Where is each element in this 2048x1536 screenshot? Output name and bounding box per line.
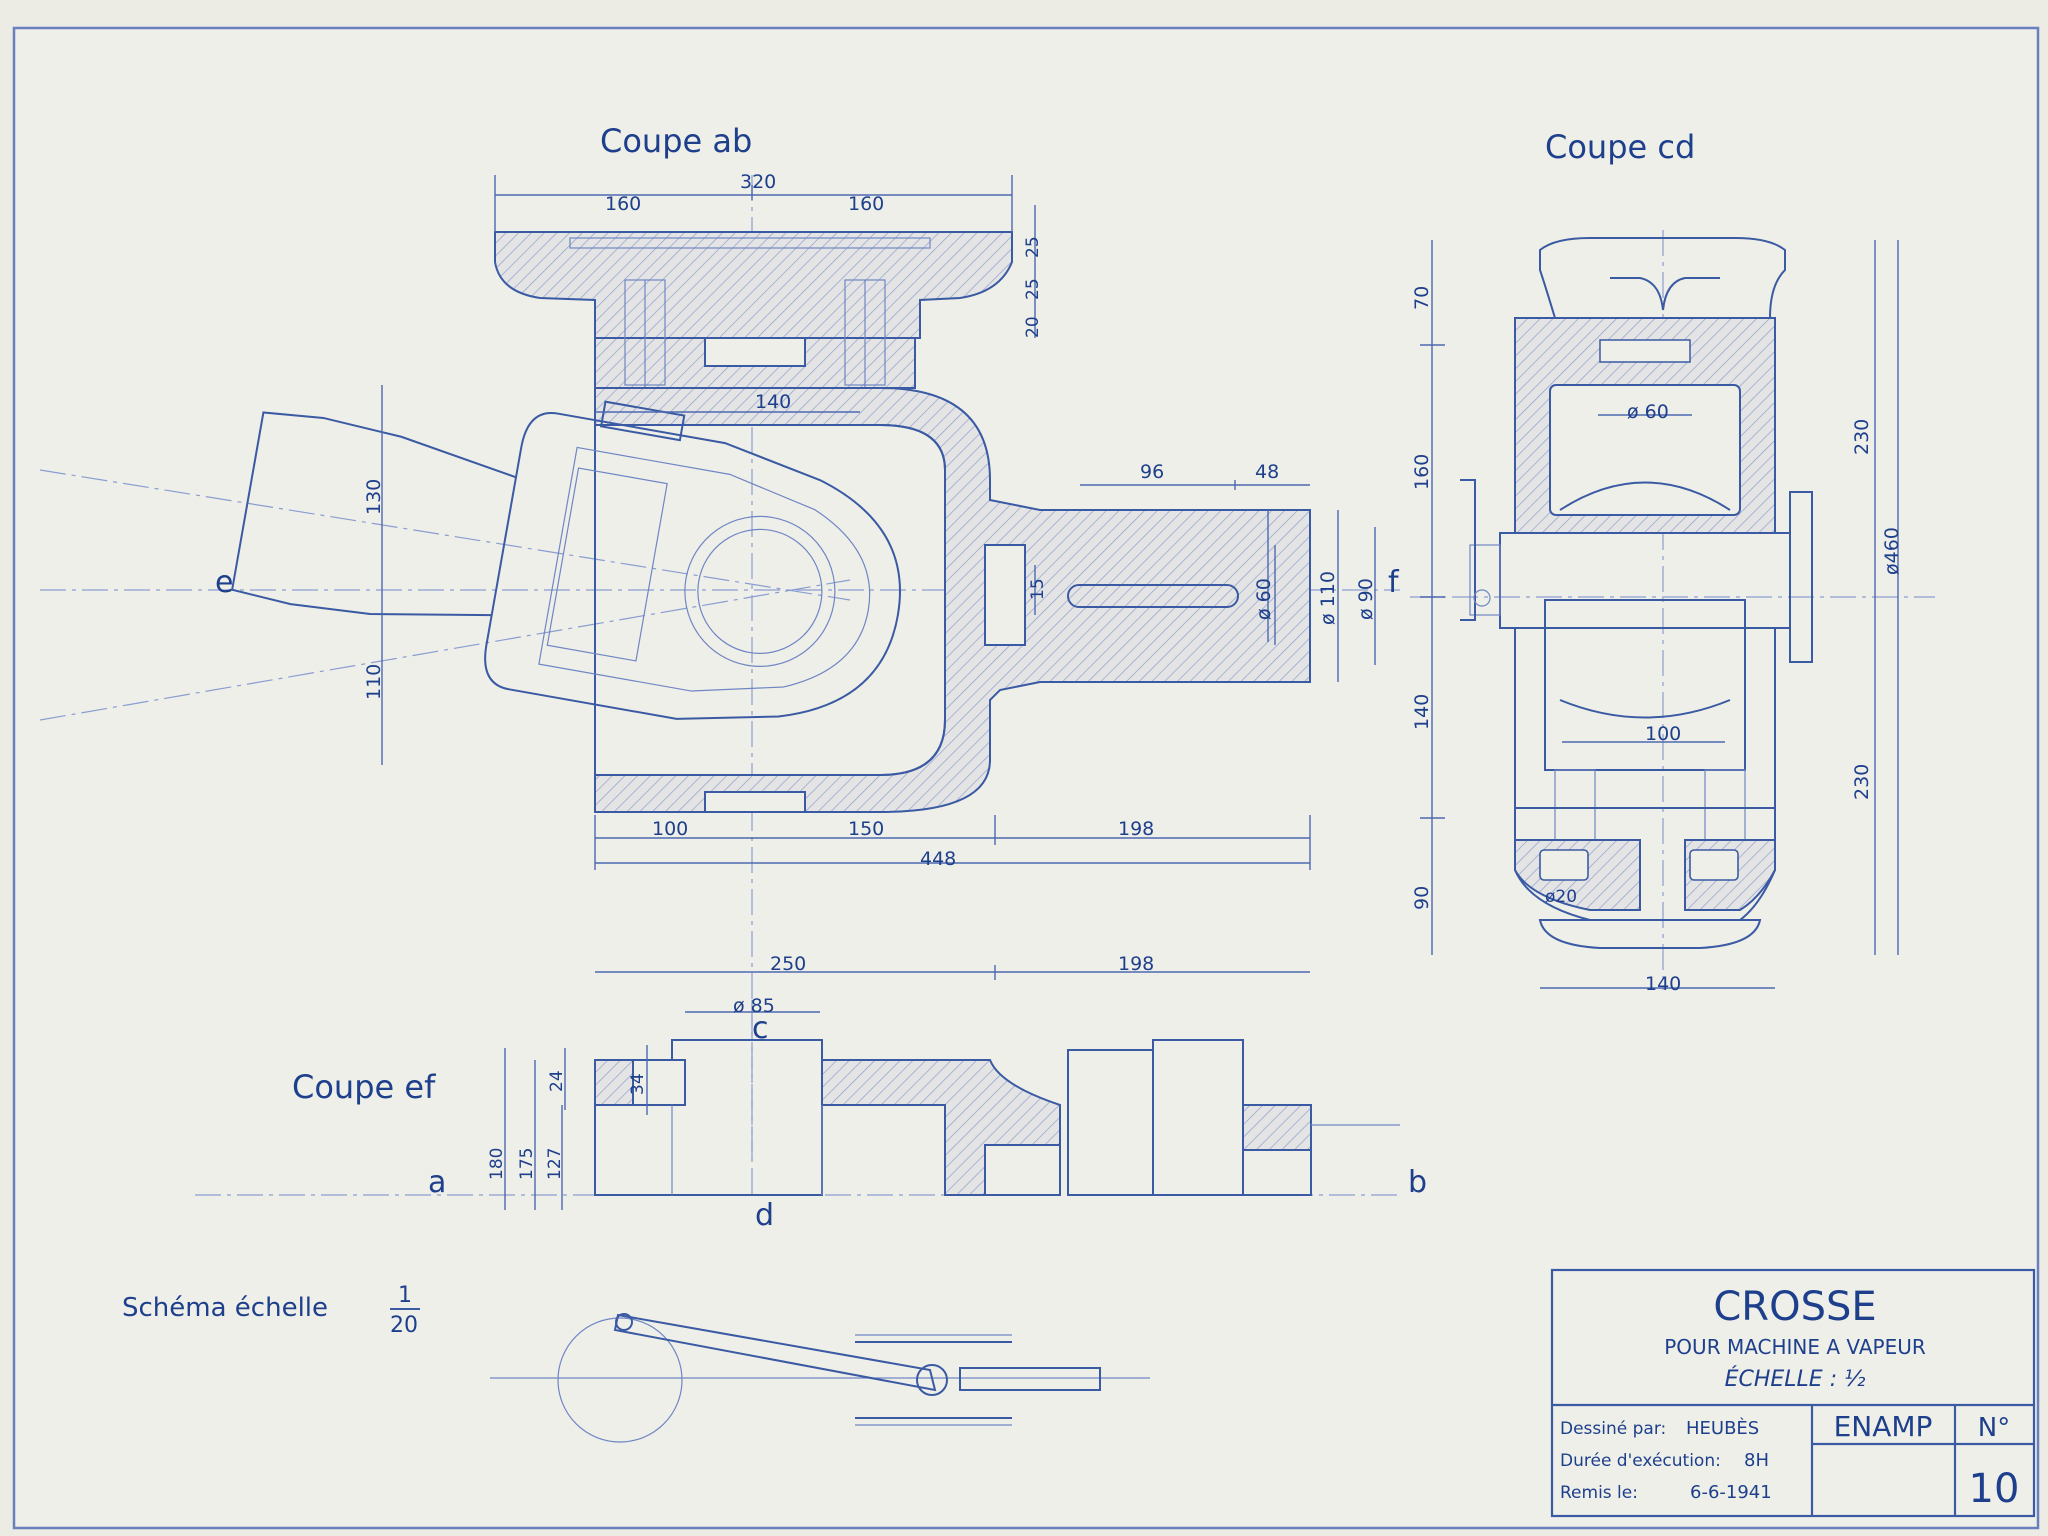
dim-198-bottom: 198 — [1118, 818, 1154, 840]
dim-24: 24 — [547, 1070, 567, 1092]
dim-180: 180 — [487, 1148, 507, 1180]
dim-100-bottom: 100 — [652, 818, 688, 840]
view-coupe-ab: Coupe ab — [39, 122, 1400, 1160]
title-subtitle: POUR MACHINE A VAPEUR — [1664, 1335, 1926, 1359]
dim-250: 250 — [770, 953, 806, 975]
date-label: Remis le: — [1560, 1483, 1638, 1503]
dim-230-top: 230 — [1851, 419, 1873, 455]
drawn-by-value: HEUBÈS — [1686, 1417, 1759, 1439]
dim-phi60-side: ø 60 — [1627, 401, 1669, 423]
title-block: CROSSE POUR MACHINE A VAPEUR ÉCHELLE : ½… — [1550, 1268, 2036, 1518]
number-label: N° — [1978, 1413, 2010, 1443]
dim-phi20: ø20 — [1545, 887, 1577, 907]
dim-phi110: ø 110 — [1317, 571, 1339, 625]
dim-448: 448 — [920, 848, 956, 870]
dim-230-bottom: 230 — [1851, 764, 1873, 800]
dim-110-left: 110 — [363, 664, 385, 700]
section-letter-e: e — [215, 565, 233, 600]
section-letter-d: d — [755, 1198, 774, 1233]
view-title-coupe-cd: Coupe cd — [1545, 128, 1695, 166]
dim-96: 96 — [1140, 461, 1164, 483]
dim-140-pocket: 140 — [755, 391, 791, 413]
dim-90: 90 — [1411, 886, 1433, 910]
dim-phi85: ø 85 — [733, 995, 775, 1017]
dim-20: 20 — [1023, 316, 1043, 338]
dim-160-left: 160 — [605, 193, 641, 215]
schema-scale-denominator: 20 — [390, 1313, 418, 1338]
drawn-by-label: Dessiné par: — [1560, 1419, 1666, 1439]
section-letter-a: a — [428, 1165, 446, 1200]
schema-sketch: Schéma échelle 1 20 — [122, 1283, 1150, 1443]
schema-scale-numerator: 1 — [398, 1283, 412, 1308]
dim-34: 34 — [628, 1073, 648, 1095]
dim-phi60: ø 60 — [1253, 578, 1275, 620]
dim-25-mid: 25 — [1023, 278, 1043, 300]
dim-160-right: 160 — [848, 193, 884, 215]
section-letter-c: c — [752, 1011, 769, 1046]
dim-130: 130 — [363, 479, 385, 515]
dim-140-width: 140 — [1645, 973, 1681, 995]
dim-phi90: ø 90 — [1355, 578, 1377, 620]
drawing-number: 10 — [1969, 1466, 2020, 1512]
view-title-coupe-ef: Coupe ef — [292, 1068, 436, 1106]
dim-150-bottom: 150 — [848, 818, 884, 840]
dim-160-side: 160 — [1411, 454, 1433, 490]
dim-70: 70 — [1411, 286, 1433, 310]
duration-value: 8H — [1744, 1450, 1769, 1471]
view-coupe-ef: Coupe ef 250 198 ø 85 34 24 180 175 127 … — [195, 953, 1427, 1233]
dim-198-ef: 198 — [1118, 953, 1154, 975]
view-title-coupe-ab: Coupe ab — [600, 122, 752, 160]
view-coupe-cd: Coupe cd 70 160 — [1410, 128, 1935, 995]
duration-label: Durée d'exécution: — [1560, 1451, 1721, 1471]
dim-48: 48 — [1255, 461, 1279, 483]
date-value: 6-6-1941 — [1690, 1482, 1772, 1503]
title-scale: ÉCHELLE : ½ — [1725, 1366, 1866, 1392]
dim-25-top: 25 — [1023, 236, 1043, 258]
dim-140-side: 140 — [1411, 694, 1433, 730]
title-crosse: CROSSE — [1713, 1284, 1876, 1330]
section-letter-f: f — [1388, 565, 1400, 600]
school-name: ENAMP — [1834, 1410, 1933, 1443]
section-letter-b: b — [1408, 1165, 1427, 1200]
dim-100-side: 100 — [1645, 723, 1681, 745]
dim-phi460: ø460 — [1881, 527, 1903, 575]
dim-175: 175 — [517, 1148, 537, 1180]
schema-label: Schéma échelle — [122, 1293, 328, 1323]
dim-320: 320 — [740, 171, 776, 193]
dim-15: 15 — [1028, 578, 1048, 600]
dim-127: 127 — [545, 1148, 565, 1180]
